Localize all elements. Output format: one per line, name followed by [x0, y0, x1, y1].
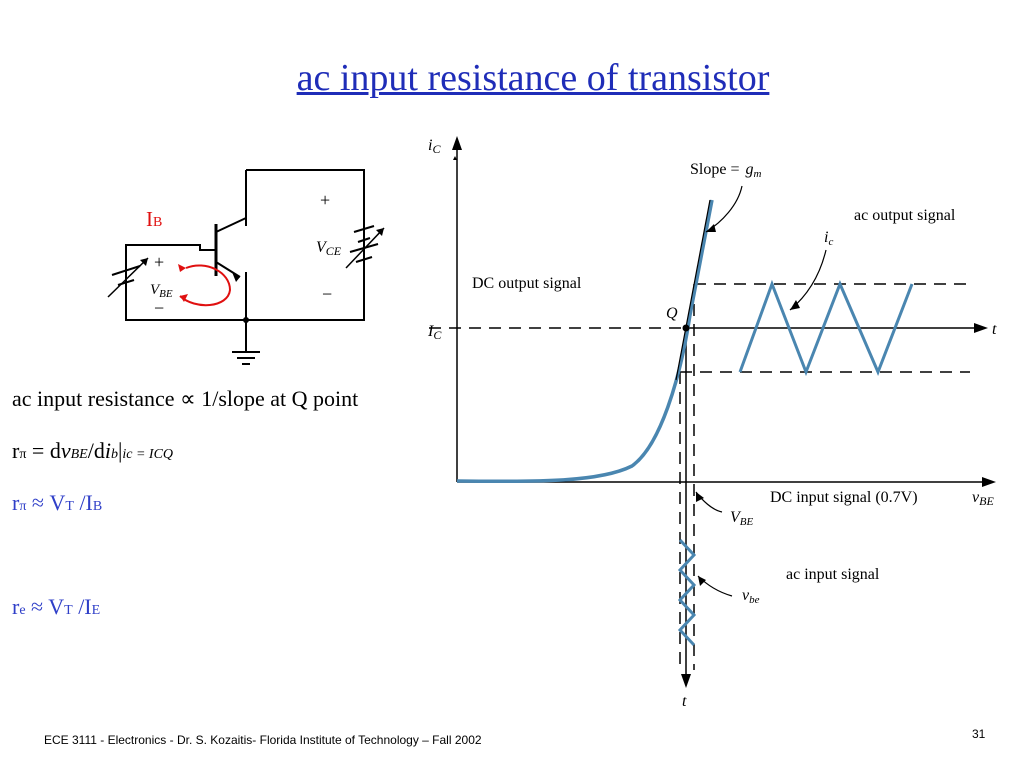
r-e-approx-equation: re ≈ VT /IE	[12, 594, 101, 619]
ac-input-wave	[677, 538, 697, 647]
dc-output-signal-label: DC output signal	[472, 275, 582, 292]
vbe-plus: +	[154, 252, 164, 272]
vbe-minus: −	[154, 298, 164, 318]
slope-label: Slope =gm	[690, 161, 761, 180]
vce-plus: +	[320, 190, 330, 210]
time-axis-right-label: t	[992, 321, 997, 338]
ib-label: IB	[146, 207, 162, 231]
vce-minus: −	[322, 284, 332, 304]
time-axis-bottom-label: t	[682, 693, 687, 710]
ac-input-signal-label: ac input signal	[786, 566, 880, 583]
x-axis-label: vBE	[972, 489, 994, 508]
vbe-small-label: vbe	[742, 587, 760, 606]
base-current-loop	[179, 264, 232, 307]
vbe-dc-label: VBE	[730, 509, 754, 528]
dc-input-signal-label: DC input signal (0.7V)	[770, 489, 918, 506]
q-point-label: Q	[666, 305, 678, 322]
vce-label: VCE	[316, 239, 342, 258]
slide-title: ac input resistance of transistor	[296, 57, 770, 99]
page-number: 31	[972, 727, 986, 741]
r-pi-approx-equation: rπ ≈ VT /IB	[12, 490, 103, 515]
ic-small-label: ic	[824, 229, 833, 248]
r-pi-derivative-equation: rπ = dvBE/dib|ic = ICQ	[12, 438, 174, 463]
ac-output-wave	[738, 279, 914, 377]
vbe-label: VBE	[150, 282, 173, 300]
footer-course-info: ECE 3111 - Electronics - Dr. S. Kozaitis…	[44, 733, 482, 747]
ac-output-signal-label: ac output signal	[854, 207, 956, 224]
y-axis-label: iC	[428, 137, 441, 156]
icq-axis-label: IC	[427, 323, 442, 342]
ic-vbe-curve	[456, 199, 714, 484]
ac-resistance-statement: ac input resistance ∝ 1/slope at Q point	[12, 386, 359, 411]
